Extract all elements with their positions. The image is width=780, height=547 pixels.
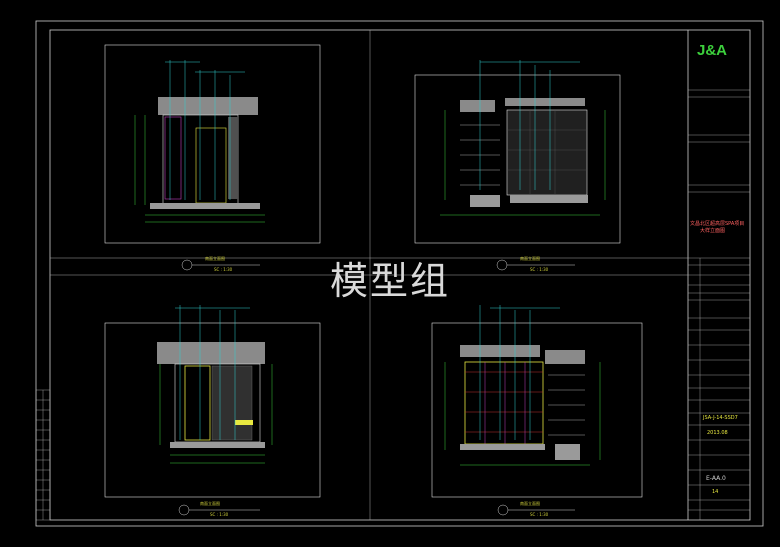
view-1-scale: SC : 1:30 <box>214 267 233 272</box>
company-logo: J&A <box>697 42 728 59</box>
sheet-code: E-AA.0 <box>706 475 726 482</box>
elevation-view-2 <box>414 60 621 244</box>
project-title-line2: 大样立面图 <box>700 228 726 234</box>
view-2-caption: 南面立面图 <box>520 256 540 261</box>
view-3-caption: 南面立面图 <box>200 501 220 506</box>
drawing-number: JSA-J-14-SSD7 <box>703 415 738 421</box>
view-4-scale: SC : 1:30 <box>530 512 549 517</box>
title-block-grid <box>688 89 750 520</box>
view-4-caption: 南面立面图 <box>520 501 540 506</box>
revision-table <box>35 389 51 521</box>
view-title-markers <box>178 259 575 516</box>
project-title-line1: 文昌北区超高层SPA项目 <box>690 221 745 227</box>
view-2-scale: SC : 1:30 <box>530 267 549 272</box>
view-1-caption: 南面立面图 <box>205 256 225 261</box>
view-3-scale: SC : 1:30 <box>210 512 229 517</box>
door <box>195 127 227 204</box>
shelving-unit <box>464 361 544 445</box>
elevation-view-4 <box>431 305 643 498</box>
elevation-view-1 <box>104 44 321 244</box>
tiled-wall <box>506 109 588 196</box>
elevation-view-3 <box>104 305 321 498</box>
watermark-text: 模型组 <box>330 259 451 303</box>
ceiling-soffit <box>158 97 258 115</box>
outer-border <box>35 20 764 527</box>
floor-slab <box>150 203 260 209</box>
drawing-date: 2013.08 <box>707 430 728 436</box>
page-number: 14 <box>712 489 719 495</box>
